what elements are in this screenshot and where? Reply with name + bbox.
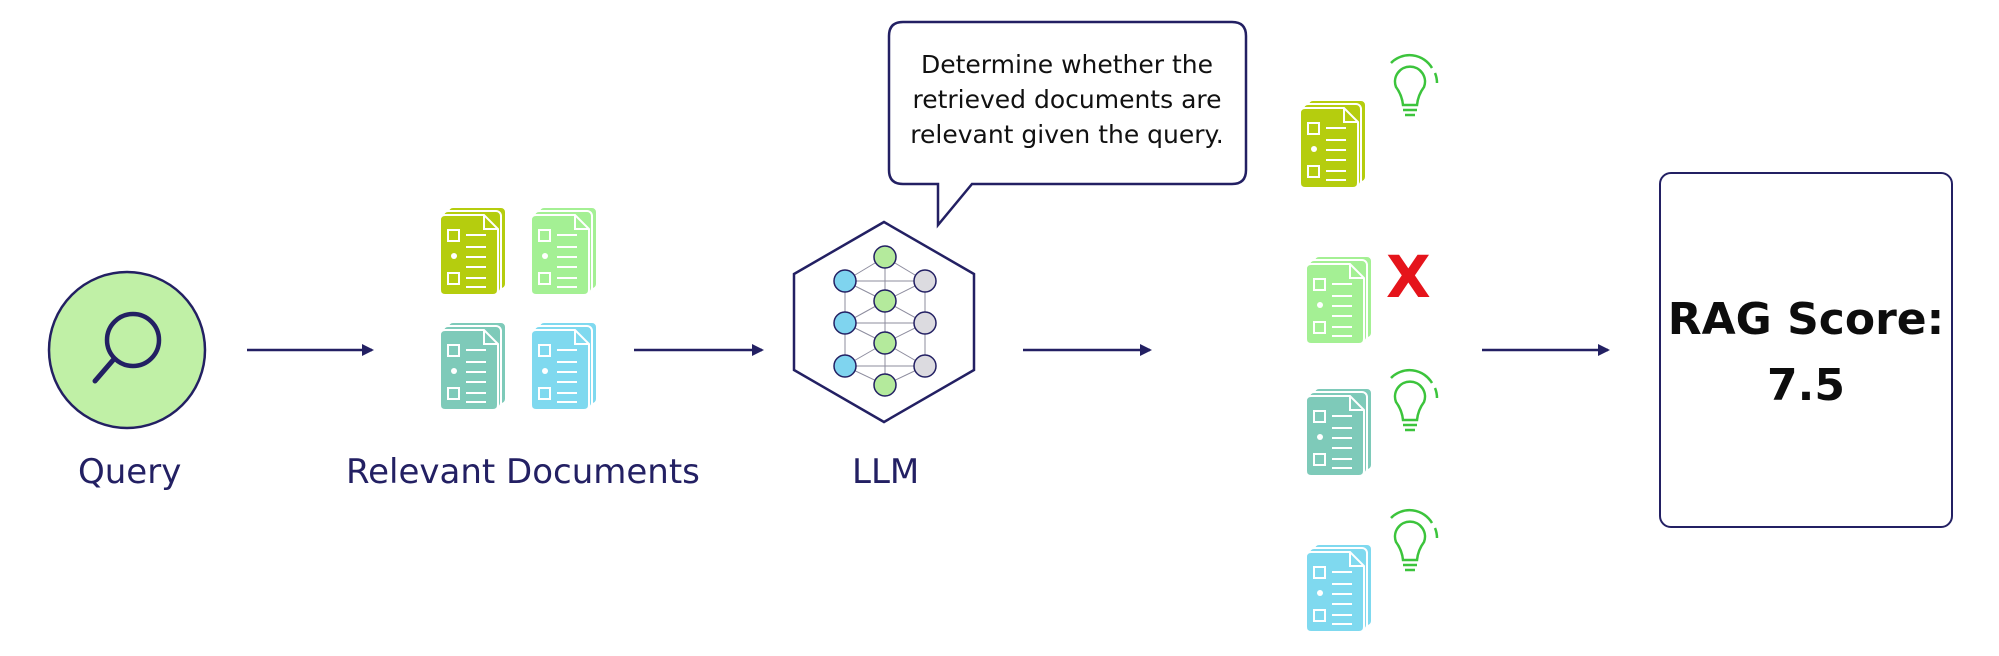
- evaluated-document-sky-icon: [1305, 543, 1373, 633]
- lightbulb-icon: [1389, 53, 1439, 117]
- document-stack-teal-icon: [439, 321, 507, 411]
- evaluated-document-lime-icon: [1299, 99, 1367, 189]
- speech-bubble-line: Determine whether the: [920, 50, 1214, 79]
- speech-bubble-line: retrieved documents are: [912, 85, 1222, 114]
- rag-score-label: RAG Score:: [1667, 294, 1945, 345]
- rag-score-value: 7.5: [1767, 360, 1845, 411]
- lightbulb-icon: [1389, 508, 1439, 572]
- speech-bubble: [887, 20, 1248, 229]
- llm-network-icon: [792, 220, 976, 424]
- evaluated-document-mint-icon: [1305, 255, 1373, 345]
- cross-icon: X: [1386, 243, 1431, 311]
- evaluated-document-teal-icon: [1305, 387, 1373, 477]
- relevant-documents-label: Relevant Documents: [346, 452, 700, 492]
- document-stack-lime-icon: [439, 206, 507, 296]
- document-stack-sky-icon: [530, 321, 598, 411]
- llm-label: LLM: [852, 452, 920, 492]
- speech-bubble-text: Determine whether the retrieved document…: [887, 47, 1247, 152]
- document-stack-mint-icon: [530, 206, 598, 296]
- lightbulb-icon: [1389, 368, 1439, 432]
- query-icon: [47, 270, 207, 430]
- speech-bubble-line: relevant given the query.: [910, 120, 1224, 149]
- query-label: Query: [78, 452, 182, 492]
- rag-score-box: RAG Score: 7.5: [1659, 172, 1953, 528]
